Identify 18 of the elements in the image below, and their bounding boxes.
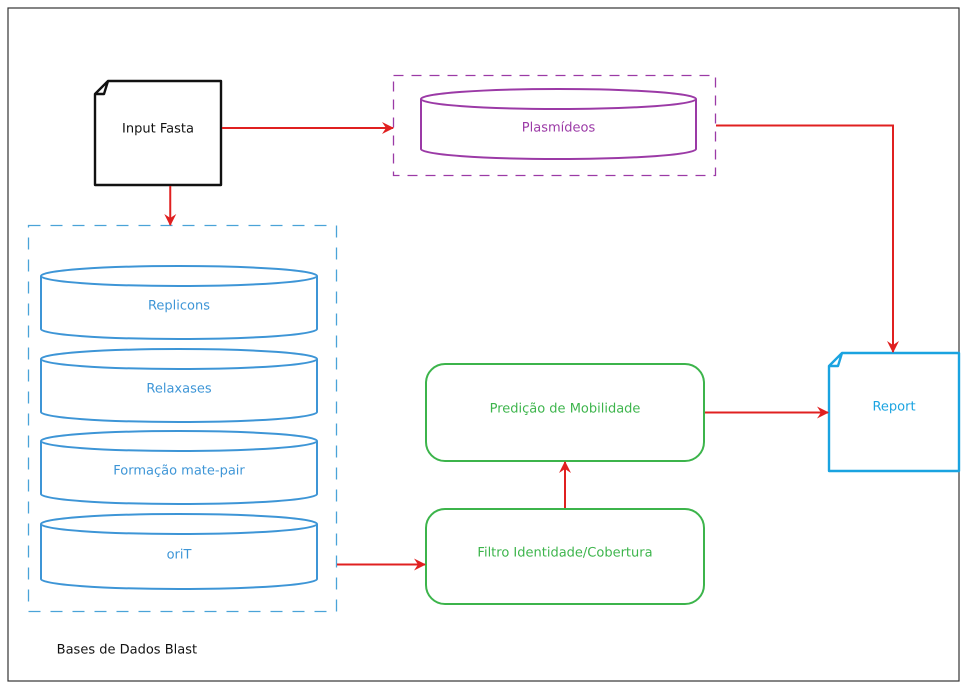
- arrow: [705, 406, 829, 418]
- arrow: [716, 124, 899, 353]
- arrow: [164, 186, 176, 226]
- node-label: Plasmídeos: [522, 120, 596, 136]
- node-label: Input Fasta: [122, 121, 194, 136]
- node-label: Report: [872, 400, 916, 415]
- node-label: oriT: [166, 548, 192, 563]
- arrow: [222, 122, 394, 134]
- node-label: Relaxases: [146, 382, 212, 397]
- node-label: Formação mate-pair: [113, 464, 245, 479]
- node-label: Predição de Mobilidade: [490, 401, 640, 416]
- process-box: [425, 363, 705, 462]
- node-label: Filtro Identidade/Cobertura: [477, 545, 653, 560]
- process-box: [425, 508, 705, 605]
- node-label: Replicons: [148, 298, 210, 314]
- group-title: Bases de Dados Blast: [56, 642, 198, 658]
- arrow: [559, 461, 571, 508]
- arrow: [337, 558, 426, 570]
